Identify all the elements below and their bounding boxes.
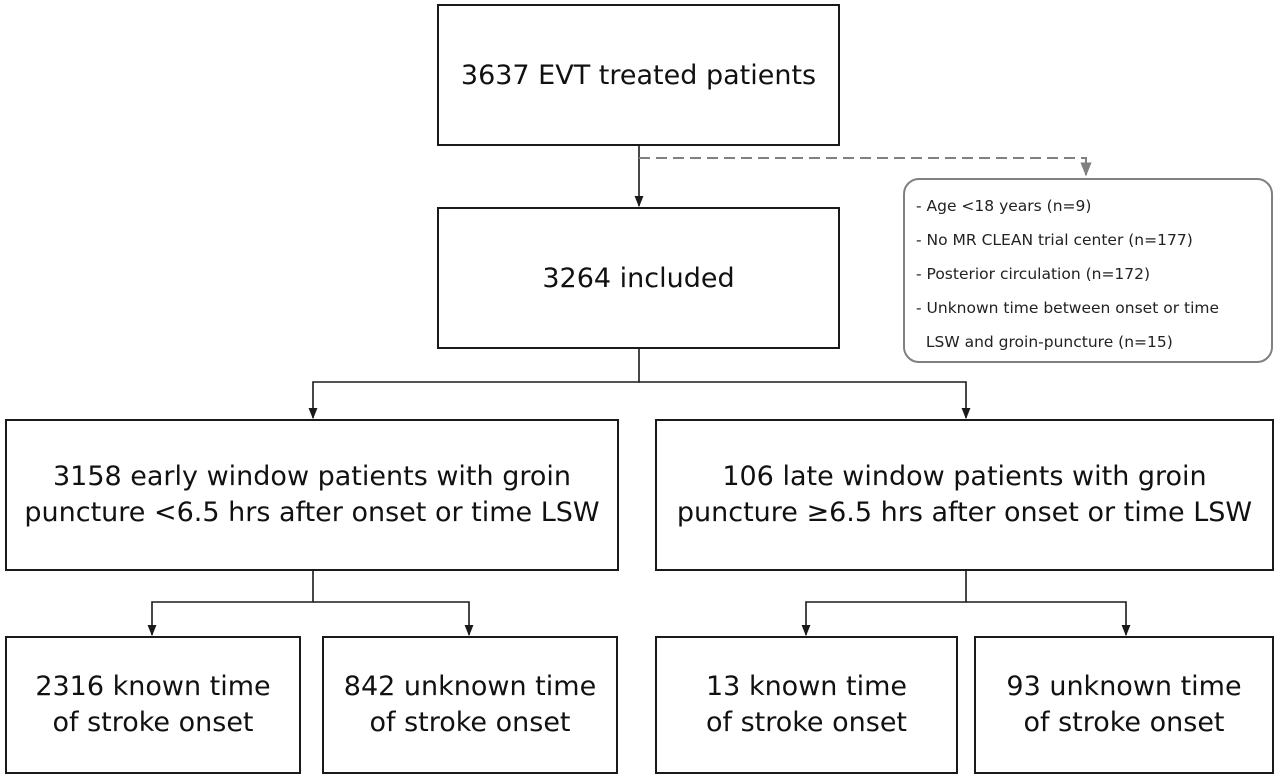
- box-late-known-line1: 13 known time: [706, 671, 907, 702]
- exclusion-item: - Posterior circulation (n=172): [916, 265, 1151, 283]
- box-late-known: 13 known time of stroke onset: [655, 636, 958, 774]
- exclusion-item: LSW and groin-puncture (n=15): [916, 333, 1173, 351]
- exclusion-item: - Age <18 years (n=9): [916, 197, 1092, 215]
- box-early-unknown-line2: of stroke onset: [369, 707, 571, 738]
- box-included-text: 3264 included: [542, 262, 735, 294]
- box-late-window-line1: 106 late window patients with groin: [722, 461, 1207, 492]
- arrow-to-exclusions: [639, 157, 1092, 177]
- split-late-right: [966, 601, 1131, 637]
- box-early-window: 3158 early window patients with groin pu…: [5, 419, 619, 571]
- split-included: [308, 348, 640, 420]
- exclusion-item: - Unknown time between onset or time: [916, 299, 1220, 317]
- box-early-known: 2316 known time of stroke onset: [5, 636, 301, 774]
- box-early-known-line2: of stroke onset: [52, 707, 254, 738]
- box-late-unknown: 93 unknown time of stroke onset: [974, 636, 1274, 774]
- box-total-patients-text: 3637 EVT treated patients: [460, 59, 817, 91]
- split-late: [801, 570, 967, 637]
- box-early-window-line2: puncture <6.5 hrs after onset or time LS…: [24, 497, 600, 528]
- box-late-unknown-line1: 93 unknown time: [1006, 671, 1242, 702]
- box-early-unknown: 842 unknown time of stroke onset: [322, 636, 618, 774]
- box-included: 3264 included: [437, 207, 840, 349]
- exclusion-item: - No MR CLEAN trial center (n=177): [916, 231, 1193, 249]
- box-late-window-line2: puncture ≥6.5 hrs after onset or time LS…: [676, 497, 1253, 528]
- box-early-unknown-line1: 842 unknown time: [343, 671, 597, 702]
- box-late-window: 106 late window patients with groin punc…: [655, 419, 1274, 571]
- box-late-unknown-line2: of stroke onset: [1023, 707, 1225, 738]
- split-early-right: [313, 601, 474, 637]
- box-late-known-line2: of stroke onset: [705, 707, 908, 738]
- box-early-window-line1: 3158 early window patients with groin: [52, 461, 571, 492]
- split-included-right: [639, 381, 971, 420]
- box-total-patients: 3637 EVT treated patients: [437, 4, 840, 146]
- exclusion-criteria-box: - Age <18 years (n=9) - No MR CLEAN tria…: [903, 178, 1273, 363]
- split-early: [147, 570, 314, 637]
- box-early-known-line1: 2316 known time: [35, 671, 271, 702]
